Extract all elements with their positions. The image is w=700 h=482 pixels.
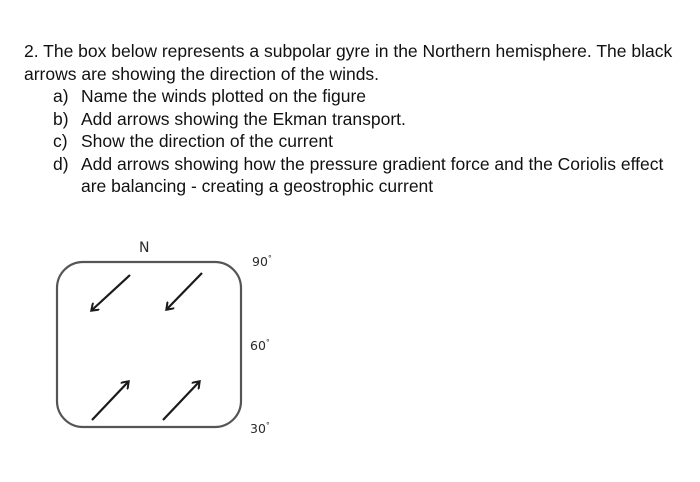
- north-label-text: N: [139, 240, 150, 256]
- degree-symbol: °: [267, 254, 272, 263]
- wind-arrow-top-right-icon: [167, 272, 203, 309]
- part-text: Add arrows showing the Ekman transport.: [81, 108, 406, 129]
- gyre-box: [55, 260, 243, 429]
- question-part-b: b) Add arrows showing the Ekman transpor…: [24, 108, 684, 131]
- part-text: Add arrows showing how the pressure grad…: [81, 153, 664, 197]
- latitude-value: 30: [250, 421, 266, 436]
- question-block: 2. The box below represents a subpolar g…: [24, 40, 684, 198]
- latitude-label-60: 60°: [250, 338, 270, 353]
- latitude-value: 60: [250, 338, 266, 353]
- latitude-label-30: 30°: [250, 421, 270, 436]
- question-part-a: a) Name the winds plotted on the figure: [24, 85, 684, 108]
- part-marker: a): [53, 86, 69, 106]
- part-marker: d): [53, 153, 69, 174]
- north-label: N: [139, 241, 149, 255]
- wind-arrow-top-left-icon: [92, 274, 131, 310]
- part-text: Show the direction of the current: [81, 131, 333, 151]
- part-marker: c): [53, 131, 68, 151]
- question-parts-list: a) Name the winds plotted on the figure …: [24, 85, 684, 198]
- wind-arrows: [91, 272, 203, 421]
- latitude-label-90: 90°: [252, 254, 272, 269]
- degree-symbol: °: [265, 421, 270, 430]
- degree-symbol: °: [265, 338, 270, 347]
- question-part-c: c) Show the direction of the current: [24, 130, 684, 153]
- question-stem: 2. The box below represents a subpolar g…: [24, 41, 673, 84]
- part-marker: b): [53, 108, 69, 129]
- part-text: Name the winds plotted on the figure: [81, 86, 367, 106]
- wind-arrow-bottom-right-icon: [162, 382, 199, 421]
- latitude-value: 90: [252, 254, 268, 269]
- question-part-d: d) Add arrows showing how the pressure g…: [24, 153, 684, 198]
- wind-arrow-bottom-left-icon: [91, 382, 128, 421]
